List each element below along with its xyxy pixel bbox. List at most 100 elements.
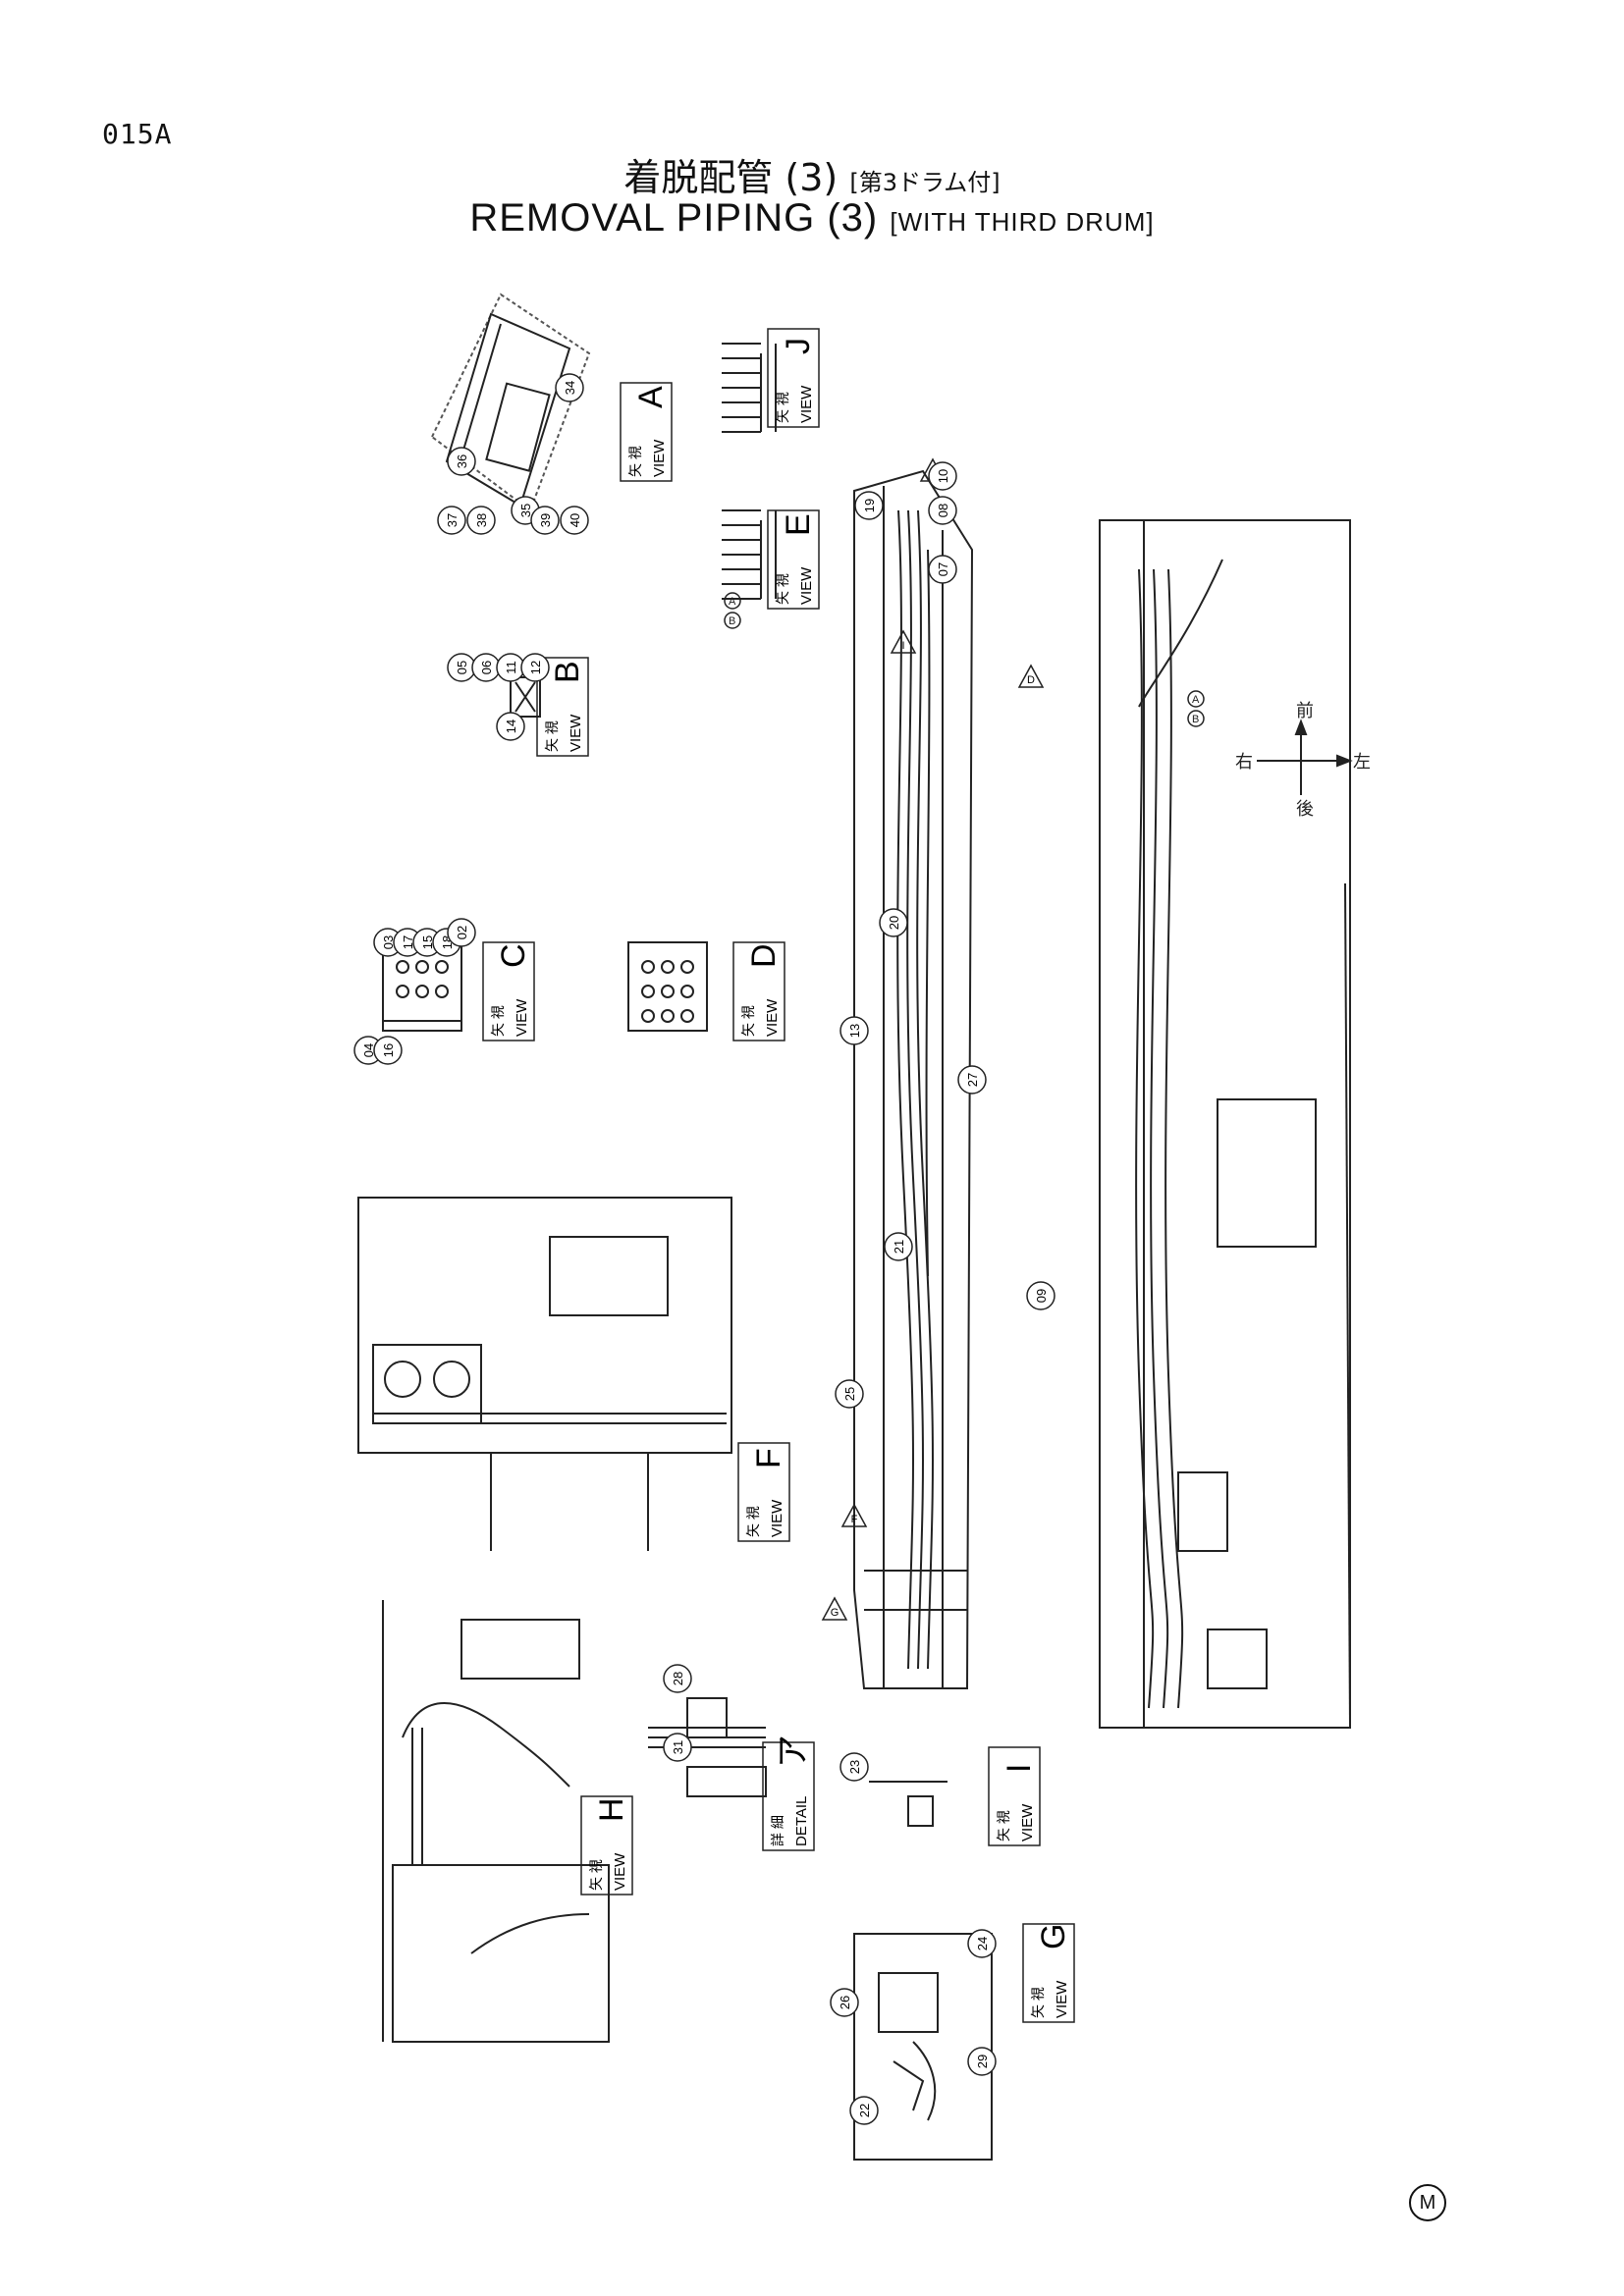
view-g-word: VIEW bbox=[1054, 1980, 1070, 2018]
detail-a-letter: ア bbox=[775, 1735, 812, 1768]
callout-number: 10 bbox=[936, 469, 950, 483]
ab-mark-group: A B A B bbox=[724, 592, 1205, 727]
callout-number: 19 bbox=[862, 499, 877, 512]
detail-a-label: 詳 細 DETAIL ア bbox=[762, 1735, 815, 1851]
callout-39: 39 bbox=[530, 506, 560, 535]
callout-circle bbox=[835, 1379, 864, 1409]
view-i-bracket bbox=[869, 1781, 947, 1827]
callout-20: 20 bbox=[879, 908, 908, 937]
view-g-letter: G bbox=[1035, 1924, 1072, 1949]
view-j-pipes bbox=[722, 343, 777, 433]
detail-a-box bbox=[762, 1741, 815, 1851]
view-pointer-i: I bbox=[890, 629, 917, 654]
view-pointer-d: D bbox=[1017, 664, 1045, 688]
callout-number: 39 bbox=[538, 513, 553, 527]
view-a-kanji: 矢 視 bbox=[627, 446, 643, 477]
view-h-kanji: 矢 視 bbox=[588, 1859, 604, 1891]
callout-circle bbox=[839, 1752, 869, 1782]
view-d-box bbox=[732, 941, 785, 1041]
callout-circle bbox=[447, 447, 476, 476]
callout-25: 25 bbox=[835, 1379, 864, 1409]
right-frame bbox=[1099, 519, 1351, 1729]
view-a-word: VIEW bbox=[651, 439, 668, 477]
callout-28: 28 bbox=[663, 1664, 692, 1693]
callout-number: 38 bbox=[474, 513, 489, 527]
callout-38: 38 bbox=[466, 506, 496, 535]
view-h-word: VIEW bbox=[612, 1852, 628, 1891]
direction-compass bbox=[1257, 719, 1353, 795]
pointer-letter: D bbox=[1027, 674, 1035, 686]
callout-number: 20 bbox=[887, 916, 901, 930]
ab-mark-a: A bbox=[729, 596, 736, 608]
view-c-box bbox=[482, 941, 535, 1041]
callout-circle bbox=[555, 373, 584, 402]
callout-number: 05 bbox=[455, 661, 469, 674]
page-code: 015A bbox=[102, 118, 173, 150]
callout-number: 03 bbox=[381, 935, 396, 949]
view-h-box bbox=[580, 1795, 633, 1896]
ab-mark-a-right: A bbox=[1192, 694, 1200, 706]
callout-circle bbox=[967, 2047, 997, 2076]
callout-number: 21 bbox=[892, 1240, 906, 1254]
view-f-word: VIEW bbox=[769, 1499, 785, 1537]
pointer-triangle bbox=[821, 1596, 848, 1621]
view-f-kanji: 矢 視 bbox=[745, 1506, 761, 1537]
direction-front: 前 bbox=[1296, 701, 1314, 721]
detail-a-kanji: 詳 細 bbox=[770, 1815, 785, 1846]
callout-number: 12 bbox=[528, 661, 543, 674]
view-pointer-g: G bbox=[821, 1596, 848, 1621]
callout-number: 36 bbox=[455, 454, 469, 468]
callout-number: 23 bbox=[847, 1760, 862, 1774]
callout-34: 34 bbox=[555, 373, 584, 402]
callout-circle bbox=[466, 506, 496, 535]
view-h-section bbox=[382, 1600, 610, 2043]
view-a-letter: A bbox=[632, 386, 670, 408]
title-english: REMOVAL PIPING (3) [WITH THIRD DRUM] bbox=[0, 196, 1624, 240]
direction-rear: 後 bbox=[1296, 799, 1314, 820]
ab-mark-b: B bbox=[729, 615, 735, 627]
pointer-letter: F bbox=[851, 1514, 858, 1525]
callout-number: 11 bbox=[504, 661, 518, 674]
callout-number: 34 bbox=[563, 381, 577, 395]
view-d-kanji: 矢 視 bbox=[740, 1005, 756, 1037]
view-e-pipes bbox=[722, 509, 777, 600]
callout-number: 25 bbox=[842, 1387, 857, 1401]
callout-number: 28 bbox=[671, 1672, 685, 1685]
view-d-letter: D bbox=[745, 943, 783, 968]
view-e-box bbox=[767, 509, 820, 610]
callout-14: 14 bbox=[496, 712, 525, 741]
callout-number: 14 bbox=[504, 720, 518, 733]
view-c-kanji: 矢 視 bbox=[490, 1005, 506, 1037]
callout-36: 36 bbox=[447, 447, 476, 476]
callout-10: 10 bbox=[928, 461, 957, 491]
callout-circle bbox=[957, 1065, 987, 1095]
callout-13: 13 bbox=[839, 1016, 869, 1045]
callout-19: 19 bbox=[854, 491, 884, 520]
callout-number: 16 bbox=[381, 1043, 396, 1057]
view-b-letter: B bbox=[549, 661, 586, 683]
callout-circle bbox=[928, 461, 957, 491]
callout-08: 08 bbox=[928, 496, 957, 525]
callout-number: 15 bbox=[420, 935, 435, 949]
title-en-sub: [WITH THIRD DRUM] bbox=[890, 207, 1155, 237]
view-f-section bbox=[357, 1197, 732, 1551]
callout-number: 04 bbox=[361, 1043, 376, 1057]
callout-29: 29 bbox=[967, 2047, 997, 2076]
callout-circle bbox=[663, 1664, 692, 1693]
callout-27: 27 bbox=[957, 1065, 987, 1095]
view-b-word: VIEW bbox=[568, 714, 584, 752]
callout-37: 37 bbox=[437, 506, 466, 535]
callout-circle bbox=[496, 712, 525, 741]
callout-number: 22 bbox=[857, 2104, 872, 2117]
detail-a-word: DETAIL bbox=[793, 1796, 810, 1846]
callout-circle bbox=[373, 1036, 403, 1065]
callout-12: 12 bbox=[520, 653, 550, 682]
callout-circle bbox=[879, 908, 908, 937]
callout-circle bbox=[437, 506, 466, 535]
callout-circle bbox=[849, 2096, 879, 2125]
callout-06: 06 bbox=[471, 653, 501, 682]
